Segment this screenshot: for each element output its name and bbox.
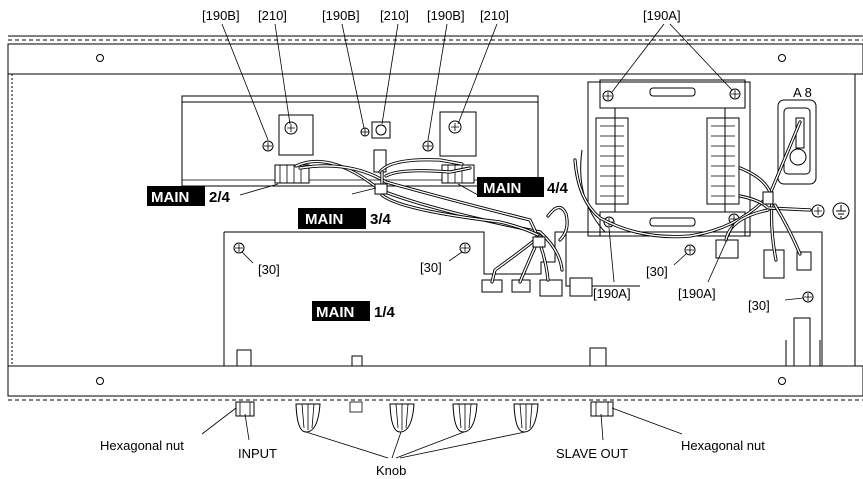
screw-190b-3 (422, 140, 434, 152)
knob-2 (389, 403, 415, 433)
board-tag-part: 4/4 (547, 180, 569, 197)
callout-190b-1: [190B] (202, 8, 240, 23)
board-tag-part: 2/4 (209, 189, 231, 206)
board-tag-part: 3/4 (370, 211, 392, 228)
board-tag-label: MAIN (151, 189, 189, 206)
screw-30-far-right (802, 291, 814, 303)
board-tag-label: MAIN (305, 211, 343, 228)
leader-lines (201, 23, 804, 459)
rail-screw-hole (778, 377, 786, 385)
rail-screw-hole (96, 377, 104, 385)
slave-out-jack (590, 401, 614, 417)
callout-30-right: [30] (646, 264, 668, 279)
callout-210-1: [210] (258, 8, 287, 23)
transistor-main-3 (360, 121, 391, 173)
board-tag-main-3-4: MAIN 3/4 (298, 208, 392, 229)
callout-190a-bottom-2: [190A] (678, 286, 716, 301)
board-tag-label: MAIN (483, 180, 521, 197)
label-knob: Knob (376, 463, 406, 478)
label-input: INPUT (238, 446, 277, 461)
board-tag-part: 1/4 (374, 304, 396, 321)
callout-30-mid: [30] (420, 260, 442, 275)
inlet-mark: A 8 (793, 85, 812, 100)
wiring-harness (294, 120, 812, 284)
rail-screw-hole (96, 54, 104, 62)
input-jack (235, 401, 255, 417)
board-tag-main-1-4: MAIN 1/4 (312, 301, 396, 321)
callout-30-far-right: [30] (748, 298, 770, 313)
callout-210-2: [210] (380, 8, 409, 23)
screw-30-mid (459, 242, 471, 254)
screw-190a-tl (602, 90, 614, 102)
board-tag-main-2-4: MAIN 2/4 (147, 186, 231, 206)
callout-30-left: [30] (258, 262, 280, 277)
power-inlet: A 8 (777, 85, 817, 185)
knob-3 (452, 403, 478, 433)
callout-190a-bottom-1: [190A] (593, 286, 631, 301)
board-tag-label: MAIN (316, 304, 354, 321)
callout-210-3: [210] (480, 8, 509, 23)
top-rail (7, 35, 863, 75)
screw-190a-tr (729, 88, 741, 100)
callout-190a-top: [190A] (643, 8, 681, 23)
screw-190b-1 (262, 140, 274, 152)
callout-190b-2: [190B] (322, 8, 360, 23)
callout-190b-3: [190B] (427, 8, 465, 23)
transformer (580, 79, 751, 237)
label-hex-nut-left: Hexagonal nut (100, 438, 184, 453)
transistor-main-2 (262, 114, 314, 184)
label-slave-out: SLAVE OUT (556, 446, 628, 461)
main-board-1 (223, 231, 823, 367)
knob-4 (513, 403, 539, 433)
bottom-rail (7, 365, 863, 401)
rail-screw-hole (778, 54, 786, 62)
screw-190a-bl (603, 216, 615, 228)
board-tag-main-4-4: MAIN 4/4 (477, 177, 569, 197)
screw-30-left (233, 242, 245, 254)
knob-1 (295, 403, 321, 433)
ground-icon (811, 202, 850, 220)
screw-30-right (684, 244, 696, 256)
label-hex-nut-right: Hexagonal nut (681, 438, 765, 453)
